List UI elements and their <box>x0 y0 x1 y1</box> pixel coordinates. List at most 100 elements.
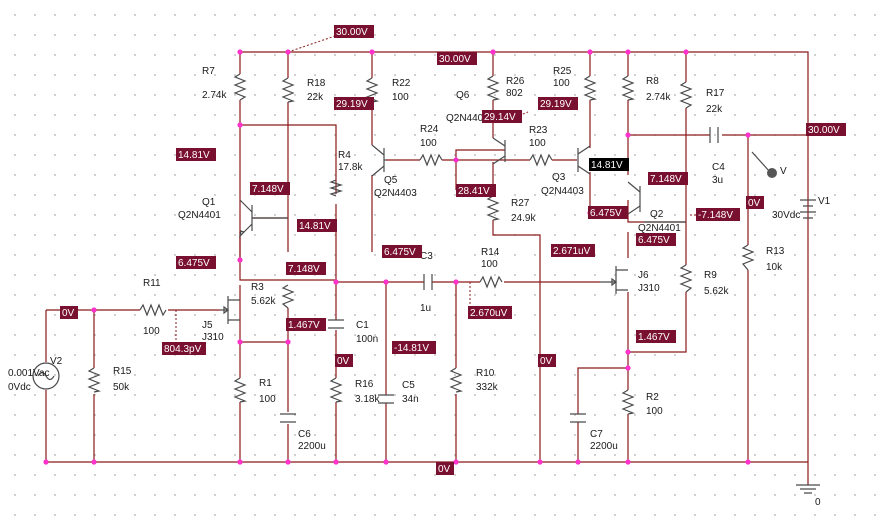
part-value-r3: 5.62k <box>251 296 276 307</box>
resistor-r11 <box>139 303 167 317</box>
voltage-label-v9[interactable]: 14.81V <box>589 158 629 171</box>
voltage-label-v23[interactable]: 2.670uV <box>468 306 512 319</box>
part-value-r23: 100 <box>529 138 546 149</box>
part-ref-r18: R18 <box>307 78 326 89</box>
voltage-label-v24[interactable]: 804.3pV <box>162 342 206 355</box>
resistors <box>87 73 755 415</box>
voltage-label-bg <box>297 219 337 232</box>
part-ref-r9: R9 <box>704 270 717 281</box>
voltage-value: 29.19V <box>336 99 368 110</box>
voltage-value: 0V <box>748 198 761 209</box>
part-value-r2: 100 <box>646 406 663 417</box>
part-value-r14: 100 <box>481 259 498 270</box>
voltage-label-v8[interactable]: 28.41V <box>456 184 496 197</box>
resistor-r25 <box>583 75 598 101</box>
junction-dot <box>383 459 389 465</box>
voltage-label-v5[interactable]: 29.14V <box>482 110 522 123</box>
voltage-label-bg <box>176 148 216 161</box>
ground-symbol <box>796 484 820 494</box>
voltage-label-v12[interactable]: 7.148V <box>648 172 688 185</box>
jfet-j5 <box>220 296 240 324</box>
part-ref-c4: C4 <box>712 162 725 173</box>
part-ref-r13: R13 <box>766 246 785 257</box>
voltage-label-v4[interactable]: 29.19V <box>334 97 374 110</box>
resistor-r7 <box>233 73 247 101</box>
voltage-value: 2.671uV <box>553 246 591 257</box>
voltage-label-bg <box>538 354 556 367</box>
voltage-label-v7[interactable]: 14.81V <box>176 148 216 161</box>
voltage-label-v20[interactable]: 2.671uV <box>551 244 595 257</box>
part-ref-v1: V1 <box>818 196 831 207</box>
part-value-r9: 5.62k <box>704 286 729 297</box>
part-value-r26: 802 <box>506 88 523 99</box>
wires <box>45 51 809 485</box>
voltage-value: 0V <box>438 464 451 475</box>
voltage-label-bg <box>538 97 578 110</box>
part-ref-r27: R27 <box>511 198 530 209</box>
voltage-value: 30.00V <box>808 125 840 136</box>
voltage-label-v22[interactable]: 1.467V <box>286 318 326 331</box>
voltage-label-v25[interactable]: -14.81V <box>392 341 436 354</box>
voltage-label-v16[interactable]: 6.475V <box>588 206 628 219</box>
voltage-value: 0V <box>62 308 75 319</box>
voltage-label-v14[interactable]: 0V <box>746 196 764 209</box>
voltage-value: 0V <box>337 356 350 367</box>
resistor-r14 <box>479 275 503 289</box>
junction-dot <box>285 49 291 55</box>
voltage-label-v18[interactable]: 6.475V <box>382 245 422 258</box>
resistor-r24 <box>419 153 443 167</box>
voltage-value: 7.148V <box>650 174 682 185</box>
junction-dot <box>490 49 496 55</box>
junction-dot <box>333 279 339 285</box>
voltage-label-v2[interactable]: 30.00V <box>437 52 477 65</box>
voltage-value: 14.81V <box>591 160 623 171</box>
resistor-r8 <box>621 75 636 101</box>
voltage-label-v3[interactable]: 30.00V <box>806 123 846 136</box>
voltage-value: 2.670uV <box>470 308 508 319</box>
resistor-r3 <box>281 284 295 309</box>
voltage-label-v15[interactable]: -7.148V <box>696 208 740 221</box>
voltage-value: 7.148V <box>288 264 320 275</box>
voltage-label-v28[interactable]: 1.467V <box>636 330 676 343</box>
voltage-label-bg <box>482 110 522 123</box>
part-ref-q1: Q1 <box>202 197 216 208</box>
voltage-probe-marker[interactable]: V <box>751 151 787 178</box>
resistor-r2 <box>621 389 636 415</box>
part-value-r13: 10k <box>766 262 783 273</box>
voltage-label-v17[interactable]: 6.475V <box>636 233 676 246</box>
voltage-label-v13[interactable]: 6.475V <box>176 256 216 269</box>
voltage-label-v27[interactable]: 0V <box>60 306 78 319</box>
capacitor-c1 <box>328 319 344 329</box>
voltage-label-v29[interactable]: 0V <box>436 462 454 475</box>
resistor-r26 <box>486 75 501 101</box>
part-ref-r11: R11 <box>143 278 161 289</box>
voltage-label-v1[interactable]: 30.00V <box>334 25 374 38</box>
part-value-c7: 2200u <box>590 441 618 452</box>
part-ref-r26: R26 <box>506 76 525 87</box>
part-ref-r16: R16 <box>355 379 374 390</box>
source-v2 <box>32 362 60 390</box>
transistor-q1 <box>239 199 288 237</box>
voltage-label-bg <box>286 262 326 275</box>
voltage-label-v21[interactable]: 0V <box>538 354 556 367</box>
junction-dot <box>575 459 581 465</box>
voltage-label-v26[interactable]: 0V <box>335 354 353 367</box>
probe-label: V <box>780 166 787 177</box>
part-ref-c5: C5 <box>402 380 415 391</box>
voltage-label-v11[interactable]: 14.81V <box>297 219 337 232</box>
part-value-q6: Q2N4403 <box>446 113 489 124</box>
part-value-j5: J310 <box>202 332 224 343</box>
junction-dot <box>453 157 459 163</box>
part-ref-r14: R14 <box>481 247 500 258</box>
voltage-label-v19[interactable]: 7.148V <box>286 262 326 275</box>
junction-dot <box>285 339 291 345</box>
voltage-value: 14.81V <box>178 150 210 161</box>
voltage-label-bg <box>806 123 846 136</box>
jfet-j6 <box>600 266 628 294</box>
voltage-label-v10[interactable]: 7.148V <box>250 182 290 195</box>
part-ref-j5: J5 <box>202 320 213 331</box>
voltage-label-v6[interactable]: 29.19V <box>538 97 578 110</box>
voltage-value: 6.475V <box>384 247 416 258</box>
